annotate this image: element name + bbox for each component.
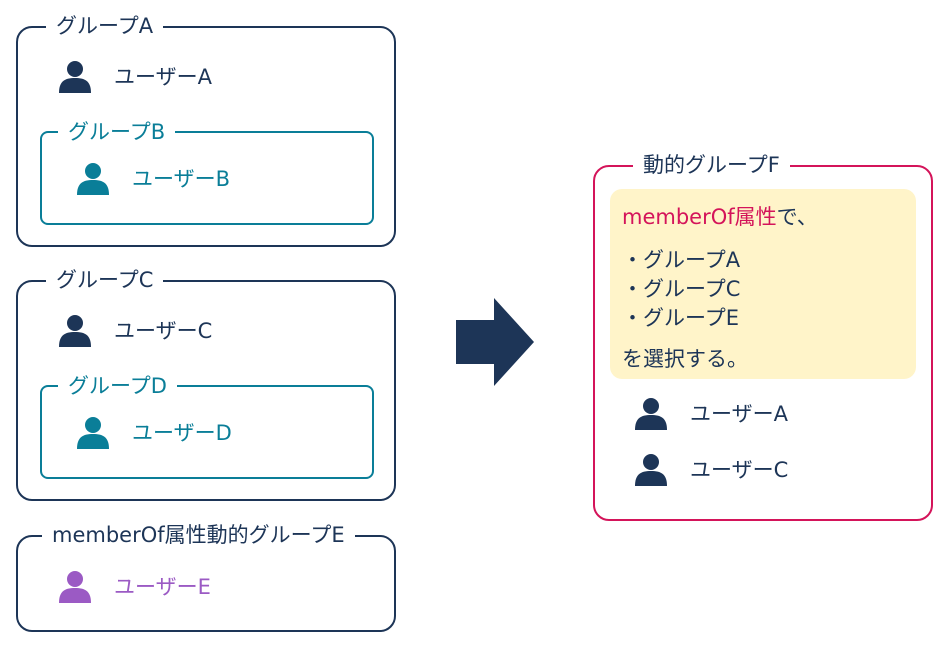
note-attr: memberOf属性	[622, 205, 777, 229]
user-b-label: ユーザーB	[132, 167, 230, 191]
user-d-item: ユーザーD	[76, 415, 232, 449]
person-icon	[77, 417, 109, 449]
note-attr-suffix: で、	[776, 205, 818, 229]
user-a-label: ユーザーA	[114, 65, 212, 89]
person-icon	[59, 315, 91, 347]
group-d-title: グループD	[58, 372, 177, 400]
group-c-title: グループC	[46, 266, 164, 294]
group-f-title: 動的グループF	[633, 151, 790, 179]
person-icon	[635, 454, 667, 486]
group-f-user-a-label: ユーザーA	[690, 402, 788, 426]
person-icon	[77, 163, 109, 195]
group-d-box: グループD ユーザーD	[40, 372, 374, 479]
person-icon	[635, 398, 667, 430]
user-e-item: ユーザーE	[58, 569, 211, 603]
user-c-label: ユーザーC	[114, 319, 213, 343]
group-e-title: memberOf属性動的グループE	[42, 521, 355, 549]
note-item: ・グループC	[622, 277, 741, 301]
user-c-item: ユーザーC	[58, 313, 212, 347]
group-b-box: グループB ユーザーB	[40, 118, 374, 225]
user-e-label: ユーザーE	[114, 575, 211, 599]
group-a-box: グループA ユーザーA グループB ユーザーB	[16, 12, 396, 247]
note-item: ・グループE	[622, 306, 740, 330]
user-b-item: ユーザーB	[76, 161, 230, 195]
person-icon	[59, 571, 91, 603]
selection-note: memberOf属性で、 ・グループA ・グループC ・グループE を選択する。	[610, 189, 916, 379]
group-a-title: グループA	[46, 12, 164, 40]
user-a-item: ユーザーA	[58, 59, 212, 93]
user-d-label: ユーザーD	[132, 421, 232, 445]
person-icon	[59, 61, 91, 93]
note-attr-line: memberOf属性で、	[622, 203, 916, 232]
group-f-user-a: ユーザーA	[634, 396, 788, 430]
group-c-box: グループC ユーザーC グループD ユーザーD	[16, 266, 396, 501]
group-f-user-c: ユーザーC	[634, 452, 788, 486]
group-f-user-c-label: ユーザーC	[690, 458, 789, 482]
note-item: ・グループA	[622, 248, 741, 272]
group-b-title: グループB	[58, 118, 176, 146]
right-arrow-icon	[456, 298, 534, 386]
note-closing: を選択する。	[622, 347, 748, 371]
group-e-box: memberOf属性動的グループE ユーザーE	[16, 521, 396, 632]
